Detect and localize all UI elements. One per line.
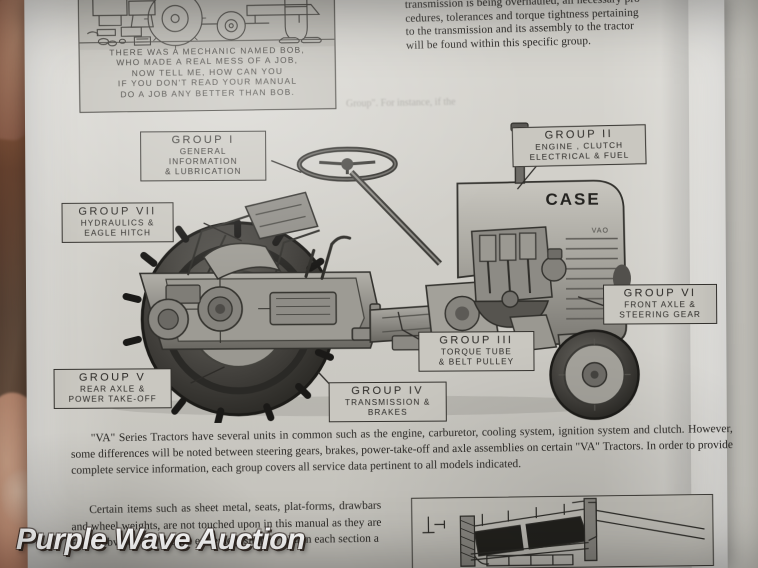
callout-title: GROUP III	[439, 334, 514, 347]
mechanic-bob-cartoon-image	[78, 0, 335, 50]
callout-line: TRANSMISSION &	[344, 397, 431, 408]
callout-title: GROUP V	[78, 371, 147, 384]
bottom-body-copy: "VA" Series Tractors have several units …	[71, 421, 734, 488]
callout-group-7: GROUP VII HYDRAULICS & EAGLE HITCH	[61, 202, 174, 243]
callout-line: EAGLE HITCH	[84, 228, 152, 238]
svg-text:VAO: VAO	[592, 228, 609, 235]
top-body-copy: transmission is being overhauled, all ne…	[405, 0, 714, 53]
callout-group-3: GROUP III TORQUE TUBE & BELT PULLEY	[418, 331, 535, 372]
callout-title: GROUP VI	[623, 287, 697, 300]
cartoon-limerick: THERE WAS A MECHANIC NAMED BOB, WHO MADE…	[80, 44, 336, 100]
callout-line: TORQUE TUBE	[440, 347, 512, 357]
callout-line: REAR AXLE &	[79, 384, 146, 394]
callout-title: GROUP VII	[78, 205, 157, 218]
callout-line: GENERAL INFORMATION	[168, 146, 238, 167]
svg-text:CASE: CASE	[545, 190, 600, 209]
callout-title: GROUP IV	[351, 384, 425, 398]
watermark: Purple Wave Auction	[16, 523, 305, 556]
callout-line: & LUBRICATION	[165, 166, 242, 177]
callout-line: ELECTRICAL & FUEL	[529, 150, 630, 162]
callout-line: & BELT PULLEY	[438, 357, 515, 367]
callout-group-4: GROUP IV TRANSMISSION & BRAKES	[328, 381, 447, 423]
callout-group-6: GROUP VI FRONT AXLE & STEERING GEAR	[603, 283, 718, 325]
body-paragraph: "VA" Series Tractors have several units …	[70, 422, 734, 477]
callout-title: GROUP I	[171, 133, 235, 147]
belt-pulley-figure	[411, 493, 714, 568]
callout-line: BRAKES	[367, 407, 408, 418]
callout-line: POWER TAKE-OFF	[68, 394, 157, 404]
manual-page: THERE WAS A MECHANIC NAMED BOB, WHO MADE…	[24, 0, 733, 568]
callout-line: HYDRAULICS &	[80, 218, 155, 228]
callout-group-1: GROUP I GENERAL INFORMATION & LUBRICATIO…	[140, 130, 267, 182]
cartoon-panel: THERE WAS A MECHANIC NAMED BOB, WHO MADE…	[77, 0, 337, 113]
callout-group-5: GROUP V REAR AXLE & POWER TAKE-OFF	[53, 368, 172, 409]
callout-line: STEERING GEAR	[619, 310, 702, 320]
tractor-cutaway-illustration: CASE VAO	[69, 120, 681, 427]
callout-group-2: GROUP II ENGINE , CLUTCH ELECTRICAL & FU…	[511, 124, 647, 168]
callout-line: FRONT AXLE &	[624, 300, 697, 310]
